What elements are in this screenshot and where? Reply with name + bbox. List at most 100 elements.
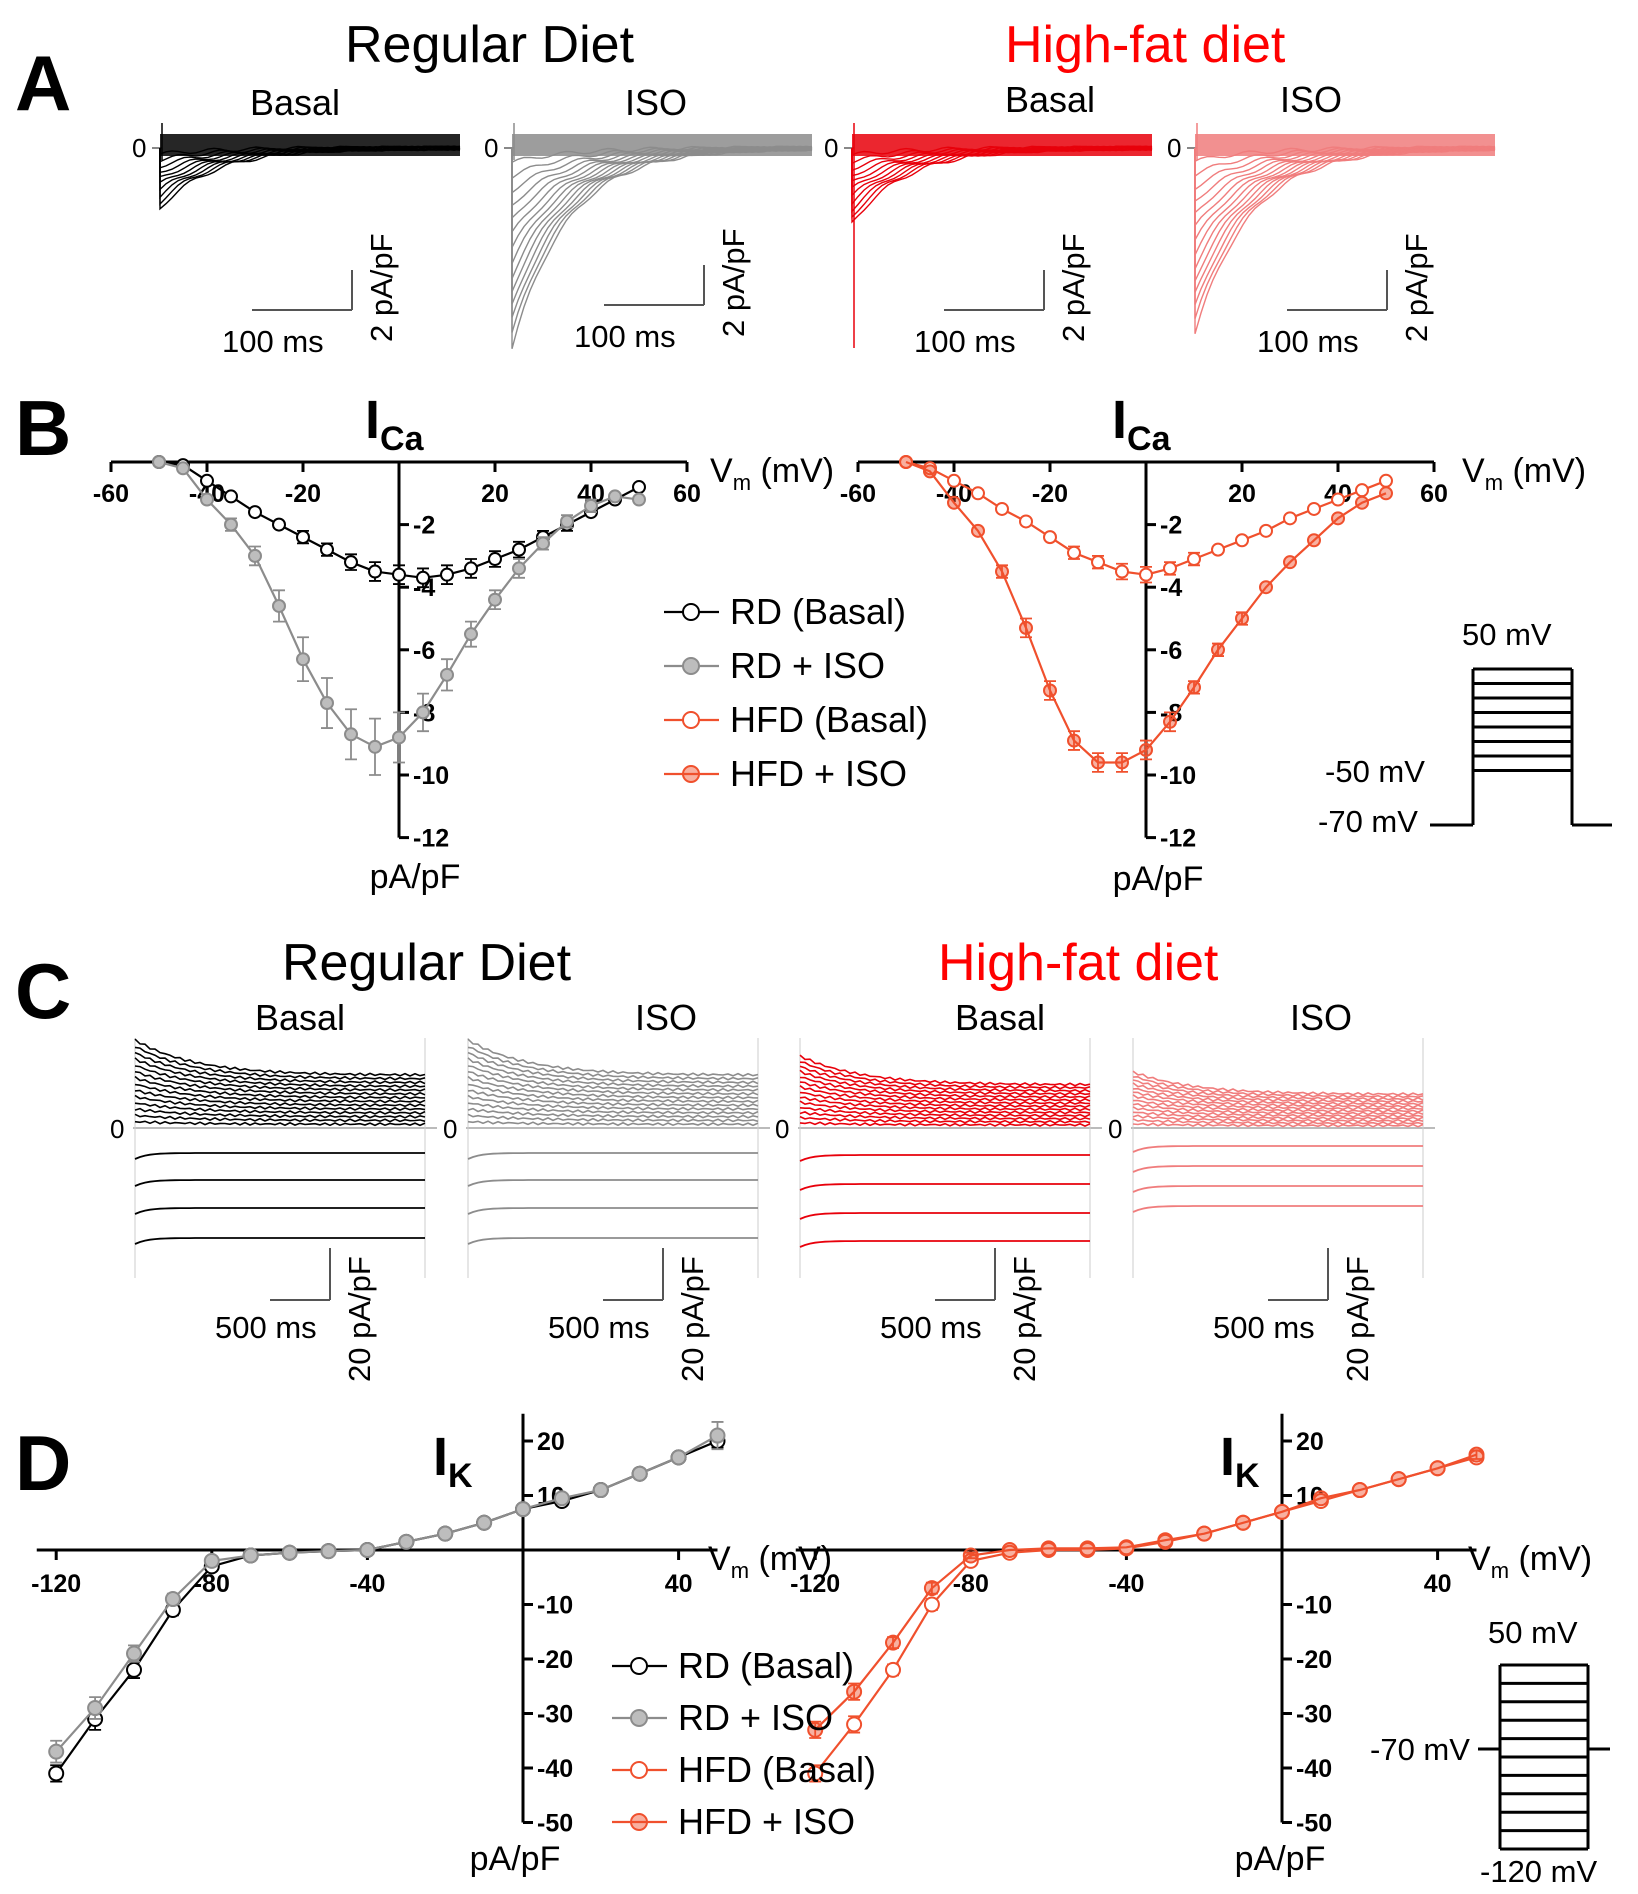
data-point	[632, 480, 646, 495]
data-point	[1196, 1525, 1213, 1542]
current-scale-label: 20 pA/pF	[1340, 1256, 1375, 1382]
y-tick-label: -50	[1296, 1810, 1332, 1838]
legend-marker	[682, 603, 700, 621]
legend-marker	[682, 657, 700, 675]
y-tick-label: -10	[1160, 762, 1196, 790]
outward-trace	[467, 1071, 759, 1096]
group-title-rd-c: Regular Diet	[282, 934, 572, 992]
data-point	[1211, 542, 1225, 557]
data-point	[1187, 552, 1201, 567]
x-axis-label: Vm (mV)	[710, 452, 834, 495]
data-point	[1067, 733, 1081, 748]
data-point	[272, 517, 286, 532]
data-point	[1040, 1540, 1057, 1557]
inward-trace	[799, 1240, 1090, 1248]
data-point	[224, 489, 238, 504]
y-tick-label: -6	[1160, 637, 1182, 665]
x-tick-label: -120	[790, 1570, 840, 1598]
data-point	[1043, 683, 1057, 698]
data-point	[440, 667, 454, 682]
outward-trace	[799, 1121, 1091, 1127]
data-point	[1235, 611, 1249, 626]
legend-marker	[630, 1761, 648, 1779]
data-point	[995, 501, 1009, 516]
outward-trace	[467, 1113, 759, 1123]
outward-trace	[467, 1089, 759, 1108]
series-line	[814, 1456, 1477, 1775]
x-tick-label: -40	[349, 1570, 385, 1598]
zero-label: 0	[775, 1114, 789, 1144]
current-trace	[1194, 146, 1496, 319]
x-axis-label-unit: (mV)	[1503, 452, 1586, 490]
data-point	[995, 564, 1009, 579]
outward-trace	[1132, 1111, 1424, 1121]
current-trace	[511, 146, 813, 264]
data-point	[592, 1482, 609, 1499]
x-axis-label: Vm (mV)	[708, 1540, 832, 1583]
data-point	[248, 548, 262, 563]
data-point	[1235, 533, 1249, 548]
x-axis-label-unit: (mV)	[749, 1540, 832, 1578]
data-point	[1379, 473, 1393, 488]
zero-label: 0	[824, 133, 838, 163]
inward-trace	[467, 1179, 758, 1187]
outward-trace	[134, 1051, 426, 1085]
data-point	[1312, 1490, 1329, 1507]
zero-label: 0	[110, 1114, 124, 1144]
x-axis-label-subscript: m	[731, 1558, 749, 1583]
outward-trace	[467, 1065, 759, 1092]
data-point	[670, 1449, 687, 1466]
data-point	[1118, 1539, 1135, 1556]
x-tick-label: 20	[1228, 480, 1256, 508]
protocol-label-top: 50 mV	[1488, 1615, 1578, 1650]
panel-letter-c: C	[15, 947, 71, 1035]
outward-trace	[467, 1094, 759, 1111]
y-tick-label: -10	[537, 1592, 573, 1620]
data-point	[1019, 514, 1033, 529]
data-point	[1187, 680, 1201, 695]
outward-trace	[799, 1100, 1091, 1115]
inward-trace	[799, 1183, 1090, 1191]
y-tick-label: -4	[1160, 574, 1182, 602]
y-tick-label: -30	[1296, 1701, 1332, 1729]
data-point	[512, 542, 526, 557]
outward-trace	[799, 1076, 1091, 1099]
data-point	[488, 592, 502, 607]
outward-trace	[134, 1083, 426, 1104]
y-tick-label: -50	[537, 1810, 573, 1838]
data-point	[464, 627, 478, 642]
outward-trace	[799, 1115, 1091, 1124]
data-point	[807, 1765, 824, 1782]
data-point	[807, 1721, 824, 1738]
outward-trace	[134, 1113, 426, 1123]
trace-label: ISO	[1280, 79, 1342, 120]
data-point	[1235, 1514, 1252, 1531]
x-tick-label: -20	[285, 480, 321, 508]
data-point	[885, 1634, 901, 1651]
data-point	[344, 555, 358, 570]
panel-letter-b: B	[15, 384, 71, 472]
outward-trace	[1132, 1114, 1424, 1123]
current-scale-label: 20 pA/pF	[342, 1256, 377, 1382]
outward-trace	[134, 1046, 426, 1081]
data-point	[1259, 580, 1273, 595]
x-axis-label-subscript: m	[1491, 1558, 1509, 1583]
current-trace	[511, 146, 813, 318]
inward-trace	[467, 1207, 758, 1215]
time-scale-label: 500 ms	[880, 1310, 982, 1345]
data-point	[476, 1514, 493, 1531]
data-point	[923, 1580, 940, 1597]
data-point	[899, 455, 913, 469]
outward-trace	[134, 1075, 426, 1100]
chart-title: ICa	[365, 390, 425, 458]
data-point	[440, 567, 454, 582]
outward-trace	[1132, 1075, 1424, 1099]
